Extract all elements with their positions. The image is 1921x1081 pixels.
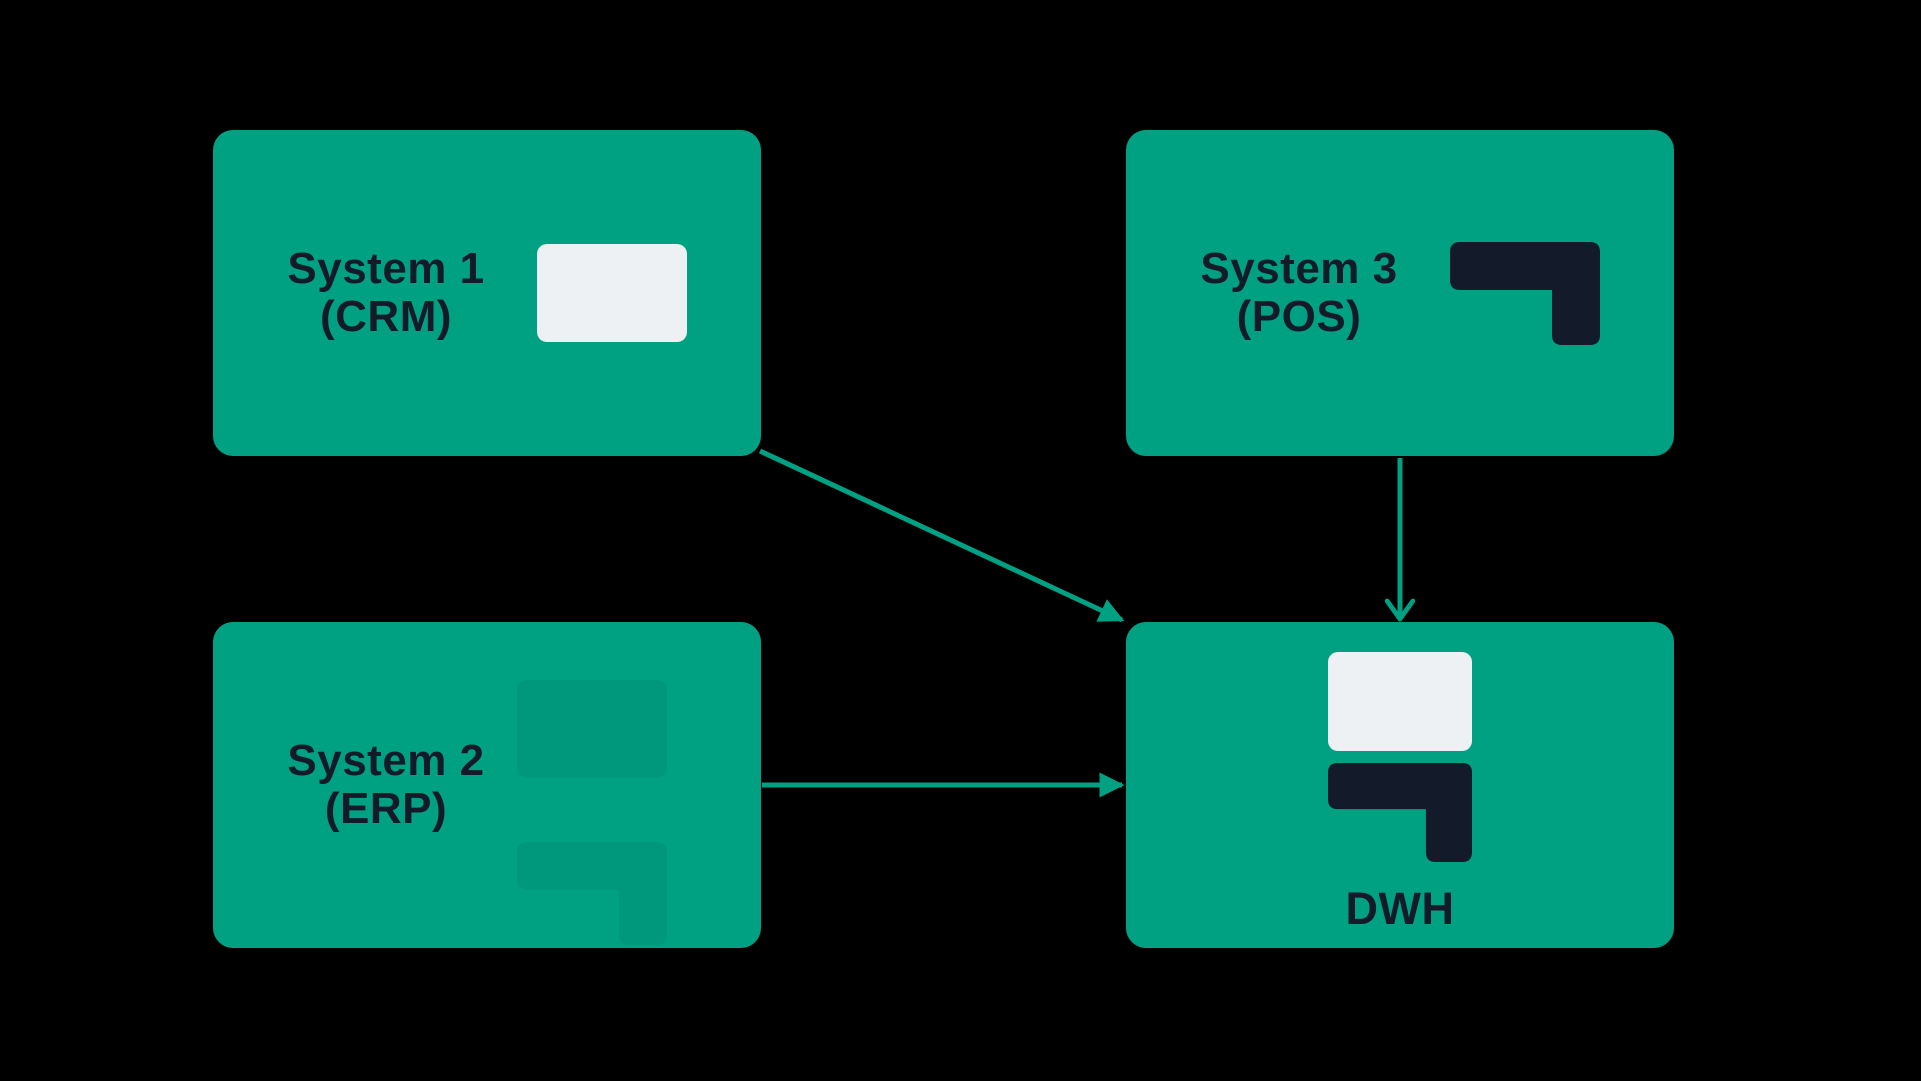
card-icon [536,244,687,342]
node-system1-title: System 1 [287,244,485,294]
node-system3-subtitle: (POS) [1236,292,1362,341]
node-system1-label: System 1 (CRM) [287,245,484,341]
node-system2-title: System 2 [287,736,485,786]
card-icon [1328,652,1472,751]
node-dwh-title: DWH [1345,883,1455,934]
node-system1-subtitle: (CRM) [319,292,452,341]
node-system2-subtitle: (ERP) [324,784,448,833]
node-system2-label: System 2 (ERP) [287,737,484,833]
ghost-card-icon [517,680,667,778]
node-system3-label: System 3 (POS) [1200,245,1397,341]
corner-bracket-icon [1328,763,1472,862]
node-system3-pos: System 3 (POS) [1126,130,1674,456]
corner-bracket-icon [1449,241,1600,345]
node-system2-erp: System 2 (ERP) [213,622,761,948]
ghost-corner-bracket-icon [517,842,667,945]
arrow-system1-to-dwh [758,448,1125,623]
node-dwh: DWH [1126,622,1674,948]
node-system1-crm: System 1 (CRM) [213,130,761,456]
node-system3-title: System 3 [1200,244,1398,294]
